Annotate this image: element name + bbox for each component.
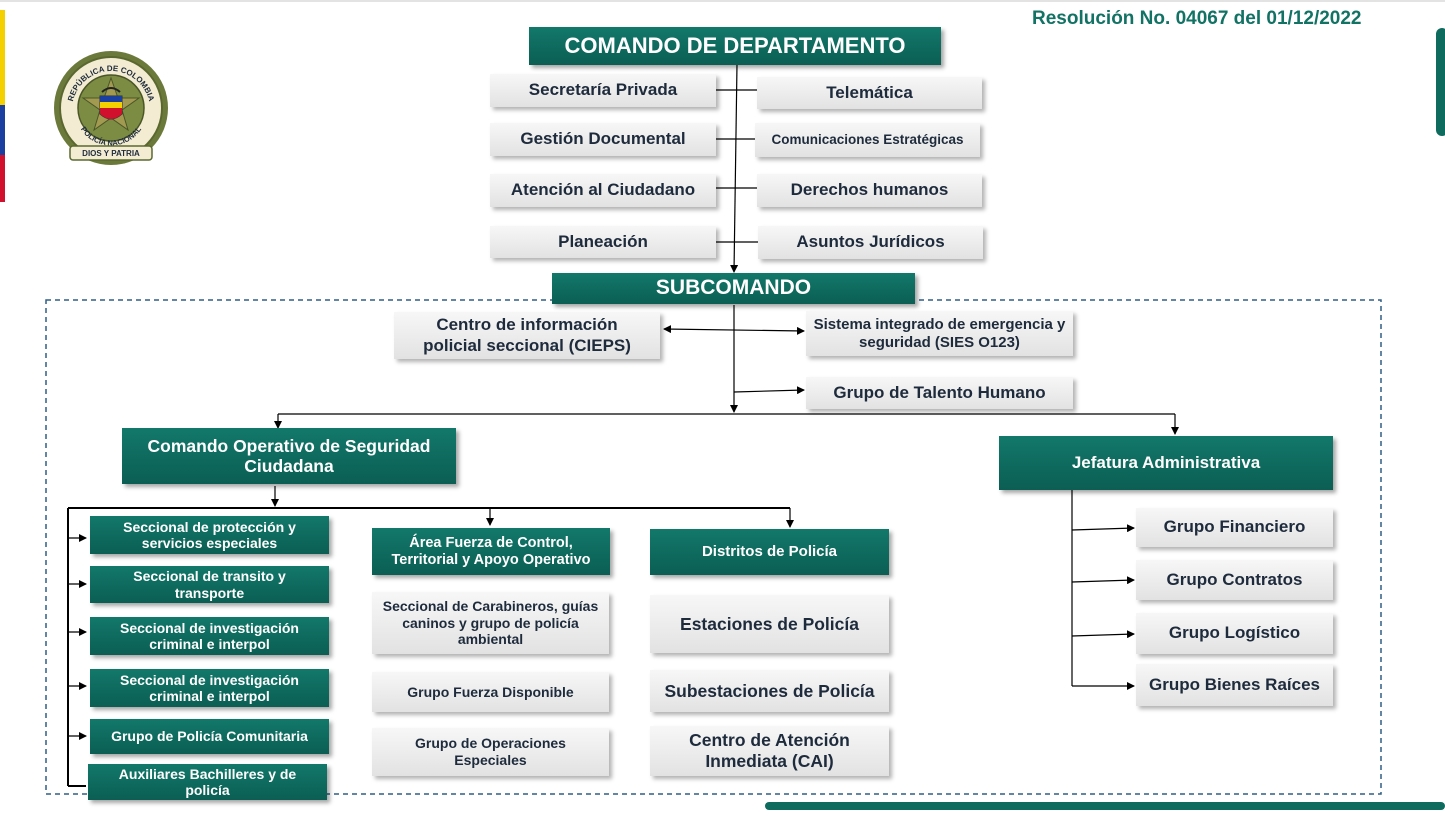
node-investigacion-1: Seccional de investigación criminal e in… xyxy=(90,617,329,655)
resolution-title: Resolución No. 04067 del 01/12/2022 xyxy=(1032,8,1362,29)
node-cai: Centro de Atención Inmediata (CAI) xyxy=(650,726,889,776)
node-proteccion: Seccional de protección y servicios espe… xyxy=(90,516,329,554)
node-investigacion-2: Seccional de investigación criminal e in… xyxy=(90,669,329,707)
top-rule xyxy=(0,0,1445,2)
node-jefatura-administrativa: Jefatura Administrativa xyxy=(999,436,1333,490)
node-talento-humano: Grupo de Talento Humano xyxy=(806,377,1073,409)
node-atencion-ciudadano: Atención al Ciudadano xyxy=(490,174,716,207)
emblem-icon: REPÚBLICA DE COLOMBIA POLICÍA NACIONAL D… xyxy=(54,51,168,165)
node-operaciones-especiales: Grupo de Operaciones Especiales xyxy=(372,728,609,776)
node-grupo-financiero: Grupo Financiero xyxy=(1136,508,1333,547)
node-comando-operativo: Comando Operativo de Seguridad Ciudadana xyxy=(122,428,456,484)
node-distritos: Distritos de Policía xyxy=(650,529,889,575)
node-subestaciones: Subestaciones de Policía xyxy=(650,670,889,712)
node-comando-departamento: COMANDO DE DEPARTAMENTO xyxy=(529,27,941,65)
node-grupo-bienes-raices: Grupo Bienes Raíces xyxy=(1136,664,1333,706)
flag-stripe-yellow xyxy=(0,10,5,105)
node-grupo-logistico: Grupo Logístico xyxy=(1136,613,1333,654)
node-fuerza-disponible: Grupo Fuerza Disponible xyxy=(372,672,609,712)
node-estaciones: Estaciones de Policía xyxy=(650,595,889,653)
node-transito: Seccional de transito y transporte xyxy=(90,566,329,603)
node-secretaria-privada: Secretaría Privada xyxy=(490,74,716,107)
node-planeacion: Planeación xyxy=(490,226,716,258)
node-area-fuerza: Área Fuerza de Control, Territorial y Ap… xyxy=(372,528,610,575)
node-subcomando: SUBCOMANDO xyxy=(552,273,915,304)
node-auxiliares: Auxiliares Bachilleres y de policía xyxy=(88,764,327,800)
node-cieps: Centro de información policial seccional… xyxy=(394,312,660,359)
node-gestion-documental: Gestión Documental xyxy=(490,123,716,156)
trunk-top xyxy=(730,63,739,273)
police-emblem: REPÚBLICA DE COLOMBIA POLICÍA NACIONAL D… xyxy=(50,48,172,170)
node-carabineros: Seccional de Carabineros, guías caninos … xyxy=(372,592,609,654)
node-telematica: Telemática xyxy=(757,77,982,109)
right-accent xyxy=(1436,28,1445,136)
node-policia-comunitaria: Grupo de Policía Comunitaria xyxy=(90,719,329,754)
flag-stripe-red xyxy=(0,155,5,202)
flag-stripe-blue xyxy=(0,105,5,155)
bottom-accent-bar xyxy=(765,802,1445,810)
node-asuntos-juridicos: Asuntos Jurídicos xyxy=(758,226,983,259)
node-grupo-contratos: Grupo Contratos xyxy=(1136,560,1333,600)
node-comunicaciones: Comunicaciones Estratégicas xyxy=(755,123,980,157)
node-sies: Sistema integrado de emergencia y seguri… xyxy=(806,311,1073,356)
node-derechos-humanos: Derechos humanos xyxy=(757,174,982,207)
emblem-motto: DIOS Y PATRIA xyxy=(82,149,140,158)
